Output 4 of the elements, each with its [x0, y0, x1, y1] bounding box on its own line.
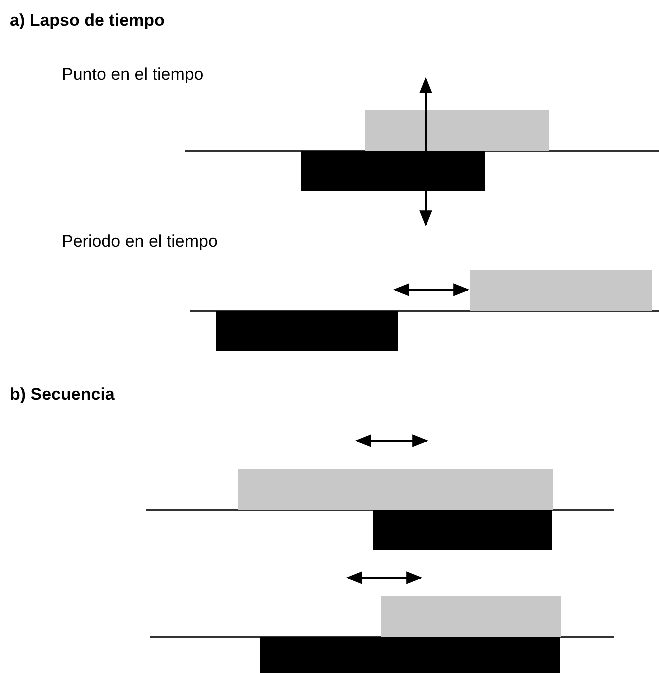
section-heading: b) Secuencia — [10, 384, 115, 406]
subheading: Periodo en el tiempo — [62, 231, 218, 253]
section-heading: a) Lapso de tiempo — [10, 10, 165, 32]
subheading: Punto en el tiempo — [62, 64, 204, 86]
